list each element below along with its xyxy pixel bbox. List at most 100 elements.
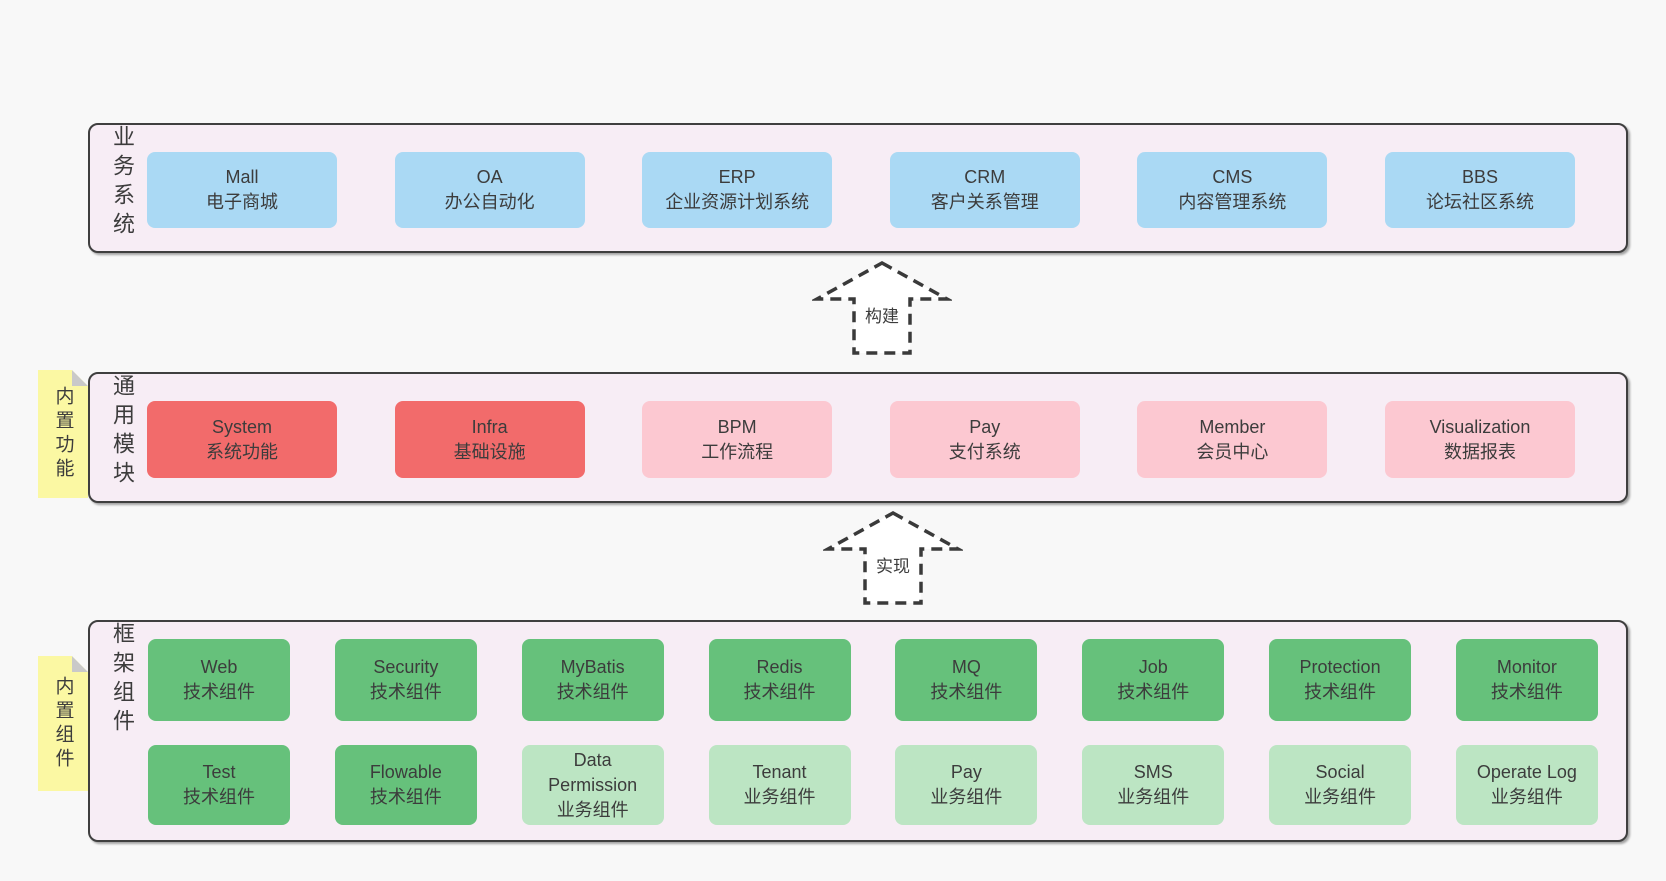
box-title: Security [373,657,439,677]
box-title: Infra [471,416,508,437]
box-subtitle: 业务组件 [556,799,629,820]
box-title: Mall [225,167,259,187]
box-subtitle: 技术组件 [369,787,442,807]
box-title: CRM [964,167,1006,187]
box-title: Operate Log [1476,762,1577,782]
box-subtitle: 技术组件 [369,682,442,702]
module-box-pay: Pay 支付系统 [889,401,1080,478]
box-title: BBS [1461,167,1498,187]
box-title: Visualization [1429,416,1531,437]
box-subtitle: 业务组件 [930,787,1003,807]
box-title: Pay [969,416,1001,437]
box-subtitle: 办公自动化 [444,192,535,212]
box-title: Member [1199,416,1266,437]
box-subtitle: 业务组件 [743,787,816,807]
modules-boxes-row: System 系统功能 Infra 基础设施 BPM 工作流程 Pay 支付系统… [147,401,1575,478]
component-box-data-permission: Data Permission 业务组件 [521,745,664,825]
system-box-cms: CMS 内容管理系统 [1137,152,1328,228]
module-box-bpm: BPM 工作流程 [642,401,833,478]
module-box-system: System 系统功能 [147,401,337,478]
system-box-mall: Mall 电子商城 [147,152,337,228]
business-systems-band: 业务系统 Mall 电子商城 OA 办公自动化 ERP 企业资源计划系统 CRM… [88,123,1628,253]
component-box-pay: Pay 业务组件 [895,745,1038,825]
module-box-visualization: Visualization 数据报表 [1384,401,1575,478]
band-label-modules: 通用模块 [110,374,135,490]
sticky-label: 内置功能 [52,386,74,482]
box-subtitle: 数据报表 [1443,441,1516,462]
band-label-business: 业务系统 [110,125,135,241]
component-box-sms: SMS 业务组件 [1082,745,1225,825]
component-box-security: Security 技术组件 [334,639,477,721]
component-box-social: Social 业务组件 [1269,745,1412,825]
arrow-label: 构建 [862,302,902,327]
common-modules-band: 通用模块 System 系统功能 Infra 基础设施 BPM 工作流程 Pay… [88,372,1628,503]
business-boxes-row: Mall 电子商城 OA 办公自动化 ERP 企业资源计划系统 CRM 客户关系… [147,152,1575,228]
box-subtitle: 技术组件 [930,682,1003,702]
box-subtitle: 论坛社区系统 [1425,192,1534,212]
box-subtitle: 内容管理系统 [1178,192,1287,212]
system-box-erp: ERP 企业资源计划系统 [642,152,833,228]
framework-components-band: 框架组件 Web 技术组件 Security 技术组件 MyBatis 技术组件… [88,620,1628,842]
component-box-monitor: Monitor 技术组件 [1455,639,1598,721]
box-subtitle: 基础设施 [453,441,526,462]
box-subtitle: 工作流程 [701,441,774,462]
component-box-flowable: Flowable 技术组件 [334,745,477,825]
box-title: Monitor [1496,657,1557,677]
box-subtitle: 系统功能 [206,441,278,462]
box-subtitle: 技术组件 [1117,682,1190,702]
box-title: Web [200,657,238,677]
band-label-framework: 框架组件 [110,622,135,738]
box-title: Tenant [752,762,807,782]
box-subtitle: 技术组件 [183,787,255,807]
module-box-infra: Infra 基础设施 [394,401,585,478]
sticky-label: 内置组件 [52,675,74,772]
system-box-crm: CRM 客户关系管理 [889,152,1080,228]
folded-corner-icon [72,656,88,672]
box-title: Flowable [369,762,442,782]
component-box-test: Test 技术组件 [148,745,290,825]
implement-arrow: 实现 [823,508,963,608]
component-box-tenant: Tenant 业务组件 [708,745,851,825]
system-box-oa: OA 办公自动化 [394,152,585,228]
box-subtitle: 电子商城 [206,192,278,212]
box-title: Pay [950,762,982,782]
box-title: Data Permission [548,749,638,795]
component-box-job: Job 技术组件 [1082,639,1225,721]
box-subtitle: 技术组件 [743,682,816,702]
box-title: BPM [717,416,757,437]
box-subtitle: 业务组件 [1117,787,1190,807]
box-subtitle: 技术组件 [1490,682,1563,702]
sticky-note-built-in-components: 内置组件 [38,656,88,791]
component-box-operate-log: Operate Log 业务组件 [1455,745,1598,825]
box-title: Redis [756,657,803,677]
folded-corner-icon [72,370,88,386]
box-title: System [211,416,272,437]
arrow-label: 实现 [873,552,913,577]
box-subtitle: 支付系统 [948,441,1021,462]
box-subtitle: 业务组件 [1304,787,1377,807]
box-subtitle: 技术组件 [1304,682,1377,702]
box-title: Job [1138,657,1168,677]
component-box-protection: Protection 技术组件 [1269,639,1412,721]
box-title: MyBatis [560,657,625,677]
box-subtitle: 客户关系管理 [930,192,1039,212]
box-title: ERP [718,167,756,187]
module-box-member: Member 会员中心 [1137,401,1328,478]
box-subtitle: 业务组件 [1490,787,1563,807]
box-title: Social [1315,762,1365,782]
box-title: Test [202,762,236,782]
component-box-web: Web 技术组件 [148,639,290,721]
component-box-mybatis: MyBatis 技术组件 [521,639,664,721]
build-arrow: 构建 [812,258,952,358]
box-title: OA [476,167,503,187]
box-title: SMS [1133,762,1173,782]
framework-row-2: Test 技术组件 Flowable 技术组件 Data Permission … [148,745,1598,825]
box-subtitle: 技术组件 [183,682,255,702]
system-box-bbs: BBS 论坛社区系统 [1384,152,1575,228]
box-title: Protection [1299,657,1381,677]
box-title: MQ [951,657,981,677]
component-box-redis: Redis 技术组件 [708,639,851,721]
component-box-mq: MQ 技术组件 [895,639,1038,721]
box-subtitle: 企业资源计划系统 [665,192,810,212]
